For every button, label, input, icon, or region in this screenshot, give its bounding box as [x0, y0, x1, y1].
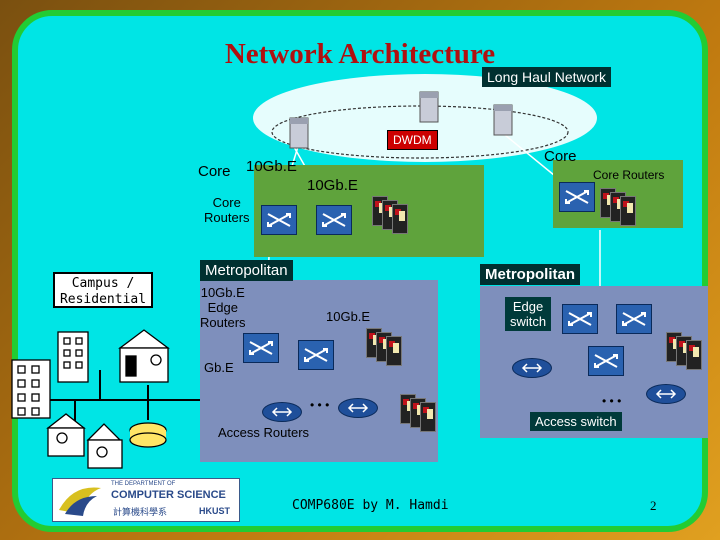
campus-label: Campus / Residential	[53, 272, 153, 308]
house-icon	[118, 329, 170, 383]
metro-label-right: Metropolitan	[480, 264, 580, 285]
core-10gbe-label-mid: 10Gb.E	[307, 177, 358, 194]
edge-routers-label: 10Gb.E Edge Routers	[200, 285, 246, 330]
footer-course: COMP680E by M. Hamdi	[292, 498, 449, 513]
server-rack-icon	[666, 330, 702, 370]
router-icon	[646, 384, 686, 404]
metro-10gbe-label: 10Gb.E	[326, 309, 371, 324]
core-label-right: Core	[544, 148, 577, 165]
edge-switch-icon	[243, 333, 279, 363]
logo-emblem	[59, 487, 101, 516]
server-rack-icon	[600, 186, 636, 226]
dwdm-label: DWDM	[387, 130, 438, 150]
router-icon	[512, 358, 552, 378]
slide-title: Network Architecture	[224, 38, 496, 70]
core-switch-icon	[261, 205, 297, 235]
house-icon	[46, 413, 86, 457]
ellipsis-right: • • •	[602, 394, 622, 408]
metro-network-left	[200, 280, 438, 462]
campus-buildings	[11, 329, 170, 469]
core-switch-icon	[559, 182, 595, 212]
access-routers-label: Access Routers	[218, 425, 310, 440]
access-router-icon	[262, 402, 302, 422]
page-number: 2	[650, 498, 657, 513]
long-haul-servers	[289, 91, 513, 149]
logo-line1: THE DEPARTMENT OF	[111, 481, 176, 487]
logo-line2: COMPUTER SCIENCE	[111, 489, 226, 501]
core-switch-icon	[316, 205, 352, 235]
edge-switch-label: Edge switch	[505, 297, 552, 331]
logo-line4: HKUST	[199, 506, 230, 516]
server-rack-icon	[400, 392, 436, 432]
edge-switch-icon	[298, 340, 334, 370]
core-label-left: Core	[198, 163, 231, 180]
edge-switch-icon	[616, 304, 652, 334]
server-rack-icon	[366, 326, 402, 366]
building-icon	[57, 331, 89, 383]
ellipsis-left: • • •	[310, 398, 330, 412]
hkust-cs-logo: THE DEPARTMENT OF COMPUTER SCIENCE 計算機科學…	[52, 478, 240, 522]
access-router-icon	[338, 398, 378, 418]
gbe-label: Gb.E	[204, 360, 234, 375]
server-rack-icon	[372, 194, 408, 234]
logo-line3: 計算機科學系	[113, 507, 168, 517]
access-switch-label: Access switch	[530, 412, 622, 431]
access-switch-icon	[588, 346, 624, 376]
core-routers-label-left: Core Routers	[204, 195, 250, 225]
metro-label-left: Metropolitan	[200, 260, 293, 281]
edge-switch-icon	[562, 304, 598, 334]
long-haul-label: Long Haul Network	[482, 67, 612, 87]
core-10gbe-label-left: 10Gb.E	[246, 158, 297, 175]
core-routers-label-right: Core Routers	[593, 168, 665, 182]
house-icon	[86, 423, 123, 469]
hub-icon	[129, 422, 167, 448]
building-icon	[11, 359, 51, 419]
